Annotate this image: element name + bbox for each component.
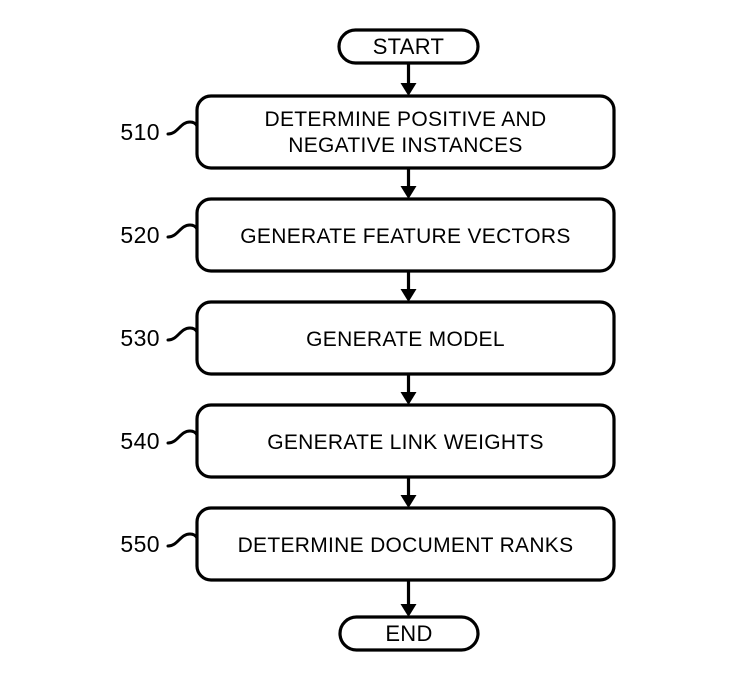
process-box-510: DETERMINE POSITIVE AND NEGATIVE INSTANCE… (120, 94, 616, 170)
process-box-510-shape (195, 94, 616, 170)
process-box-520-shape (195, 197, 616, 273)
start-node-label: START (373, 34, 445, 59)
process-box-550-line-1: DETERMINE DOCUMENT RANKS (238, 534, 574, 557)
connector-start-to-510 (400, 63, 417, 96)
process-box-540: GENERATE LINK WEIGHTS 540 (120, 403, 616, 479)
process-box-540-shape (195, 403, 616, 479)
connector-540-to-550 (400, 477, 417, 508)
process-box-550-shape (195, 506, 616, 582)
start-node: START (337, 28, 480, 65)
leader-line-510 (166, 120, 199, 136)
process-box-520: GENERATE FEATURE VECTORS 520 (120, 197, 616, 273)
arrowhead-icon (400, 604, 417, 617)
arrowhead-icon (400, 495, 417, 508)
arrowhead-icon (400, 289, 417, 302)
leader-line-530 (166, 326, 199, 342)
connector-550-to-end (400, 580, 417, 617)
process-box-520-line-1: GENERATE FEATURE VECTORS (240, 225, 570, 248)
process-box-530: GENERATE MODEL 530 (120, 300, 616, 376)
connector-520-to-530 (400, 271, 417, 302)
end-node-shape (338, 615, 480, 652)
ref-number-510: 510 (120, 119, 160, 145)
end-node-label: END (385, 621, 432, 646)
process-box-550: DETERMINE DOCUMENT RANKS 550 (120, 506, 616, 582)
ref-number-550: 550 (120, 531, 160, 557)
process-box-540-line-1: GENERATE LINK WEIGHTS (267, 431, 544, 454)
leader-line-520 (166, 223, 199, 239)
process-box-510-line-1: DETERMINE POSITIVE AND (265, 108, 547, 131)
end-node: END (338, 615, 480, 652)
leader-line-540 (166, 429, 199, 445)
arrowhead-icon (400, 392, 417, 405)
ref-number-540: 540 (120, 428, 160, 454)
process-box-510-line-2: NEGATIVE INSTANCES (288, 134, 523, 157)
process-box-530-shape (195, 300, 616, 376)
connector-530-to-540 (400, 374, 417, 405)
ref-number-530: 530 (120, 325, 160, 351)
leader-line-550 (166, 532, 199, 548)
connector-510-to-520 (400, 168, 417, 199)
ref-number-520: 520 (120, 222, 160, 248)
process-box-530-line-1: GENERATE MODEL (306, 328, 505, 351)
arrowhead-icon (400, 83, 417, 96)
arrowhead-icon (400, 186, 417, 199)
